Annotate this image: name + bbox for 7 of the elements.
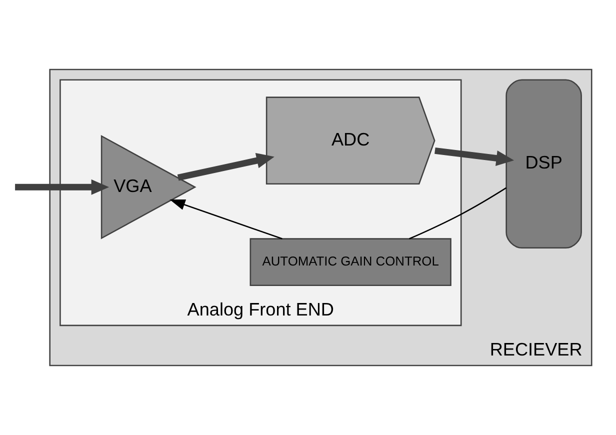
arrow [177,152,274,181]
arrow [15,179,110,195]
arrow [170,200,282,240]
node-box: AUTOMATIC GAIN CONTROL [250,238,452,286]
node-box: DSP [506,79,582,249]
arrow [434,148,514,166]
connector [409,187,507,240]
